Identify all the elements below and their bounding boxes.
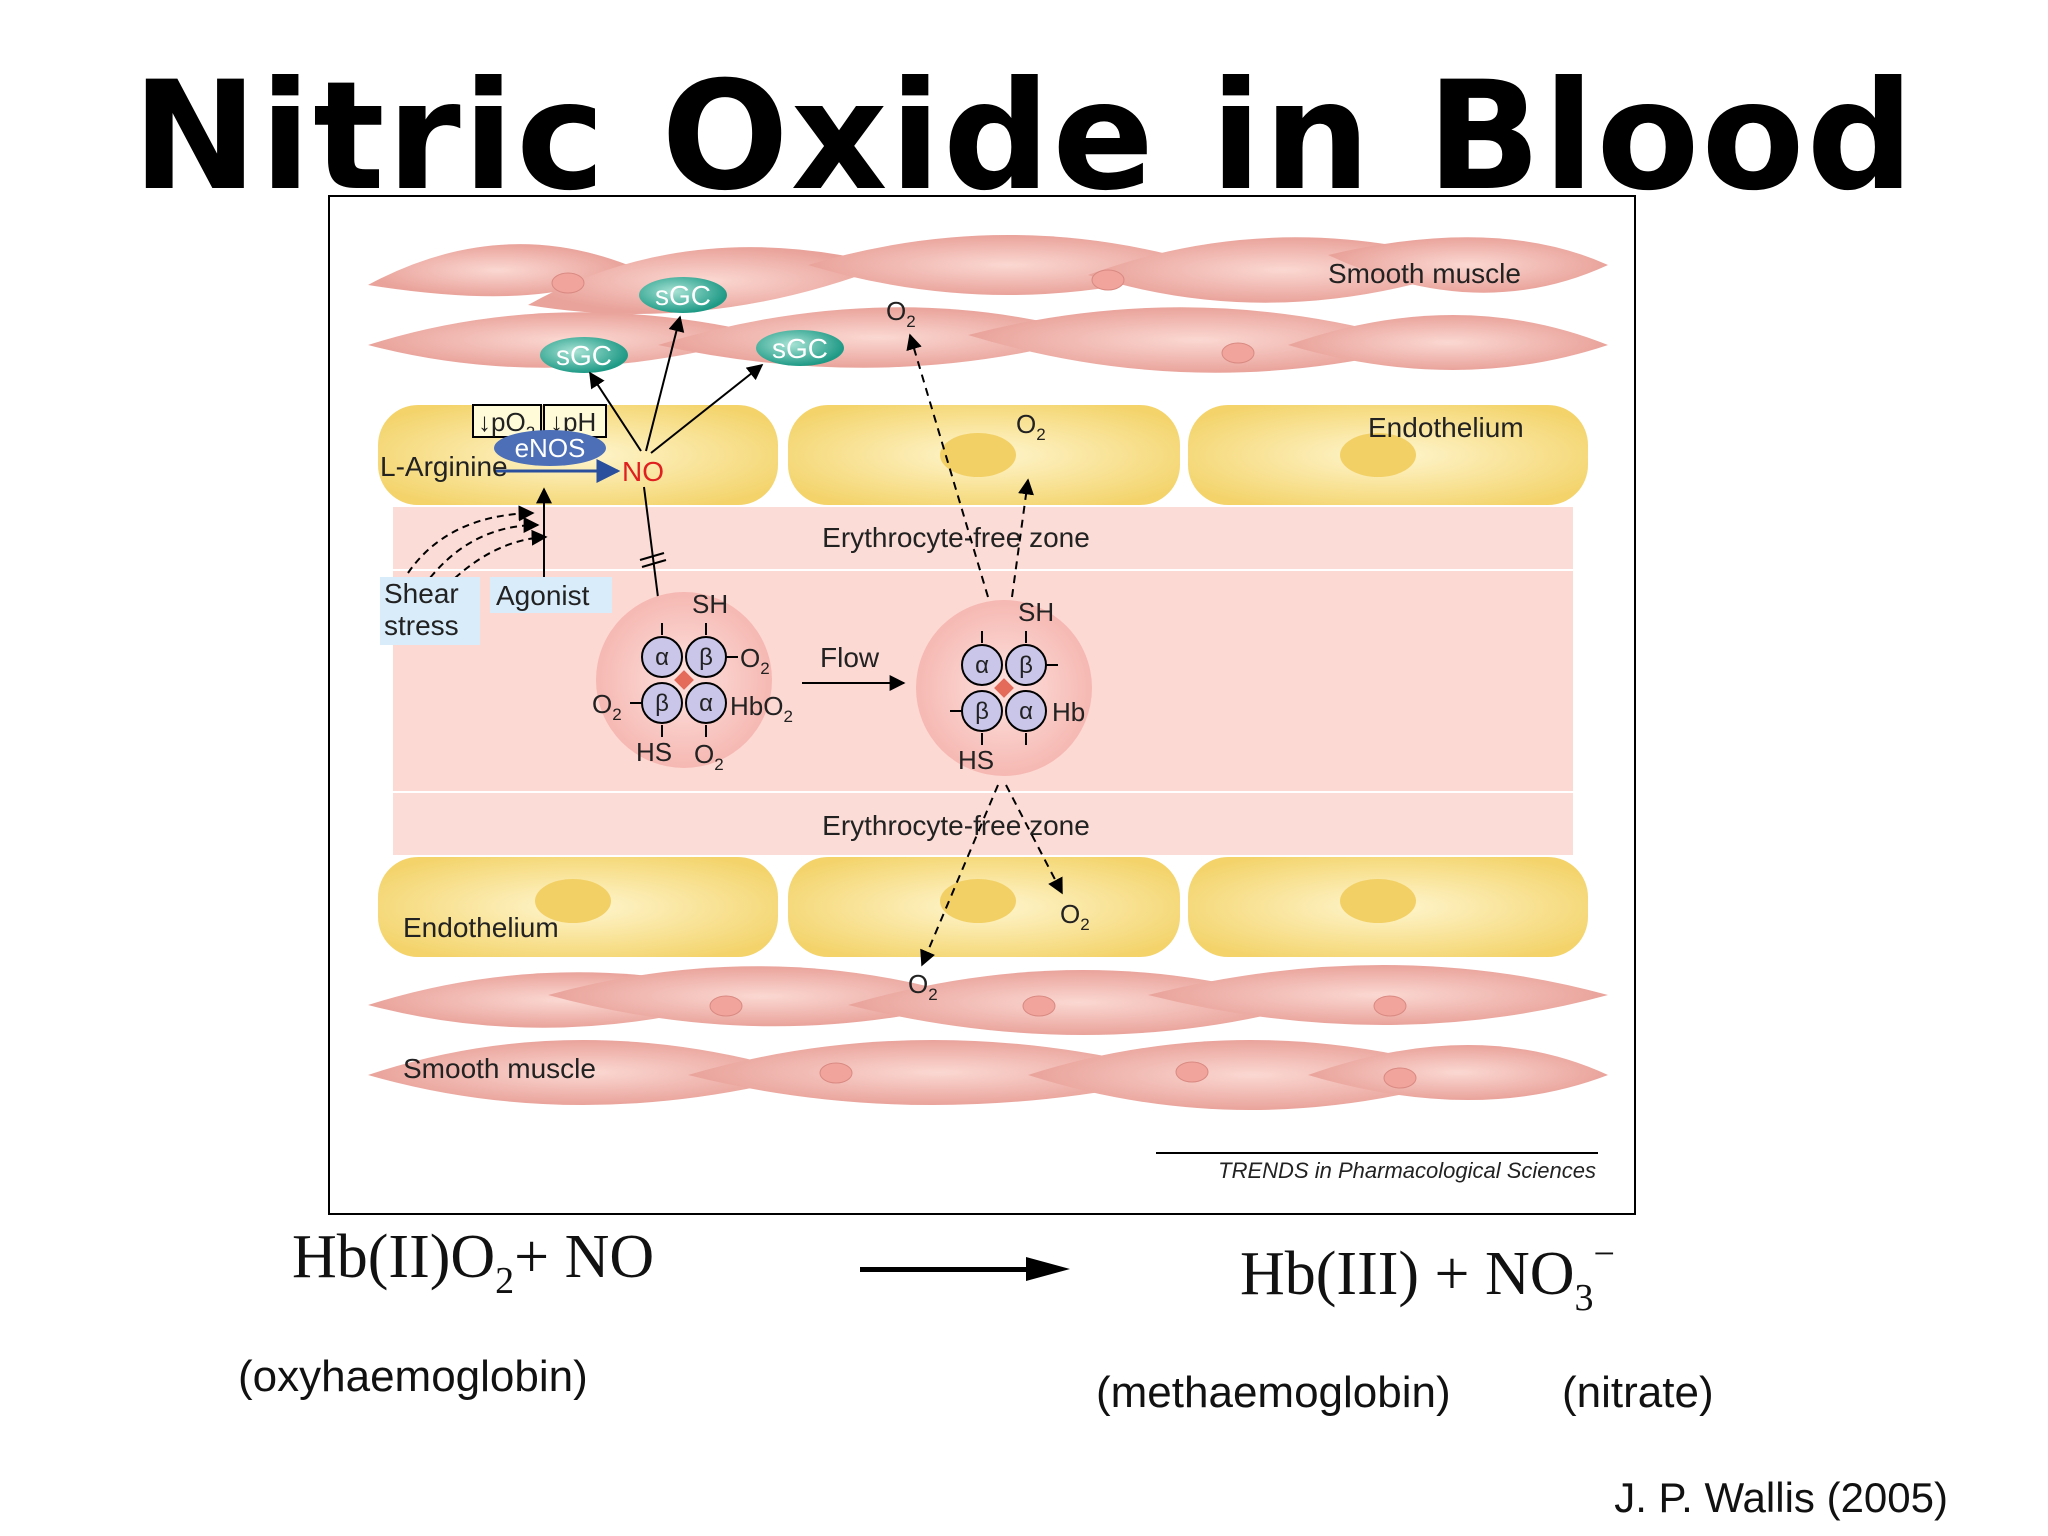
caption-oxyhaemoglobin: (oxyhaemoglobin) (238, 1352, 588, 1401)
equation-right: Hb(III) + NO3− (1240, 1232, 1615, 1320)
svg-text:SH: SH (692, 589, 728, 619)
svg-text:O2: O2 (740, 643, 770, 678)
svg-text:α: α (1019, 698, 1033, 725)
equation-right-sub: 3 (1574, 1277, 1594, 1319)
label-l-arginine: L-Arginine (380, 451, 508, 482)
reference: J. P. Wallis (2005) (1614, 1474, 1948, 1521)
svg-text:eNOS: eNOS (515, 433, 586, 463)
enos-enzyme: eNOS (494, 430, 606, 466)
equation-left-sub: 2 (495, 1260, 515, 1302)
sgc-enzyme: sGC (639, 277, 727, 313)
label-o2-endothelium-bottom: O2 (1060, 899, 1090, 934)
svg-text:α: α (699, 690, 713, 717)
label-agonist: Agonist (496, 580, 590, 611)
sgc-enzyme: sGC (540, 337, 628, 373)
svg-text:β: β (975, 698, 989, 725)
smooth-muscle-bottom (368, 965, 1608, 1110)
nitric-oxide-diagram: Smooth muscle Endothelium Erythrocyte-fr… (328, 195, 1636, 1215)
svg-text:HbO2: HbO2 (730, 691, 793, 726)
label-shear-stress-line2: stress (384, 610, 459, 641)
label-flow: Flow (820, 642, 880, 673)
label-o2-muscle-top: O2 (886, 296, 916, 331)
svg-text:sGC: sGC (655, 280, 711, 311)
svg-text:SH: SH (1018, 597, 1054, 627)
equation-right-prefix: Hb(III) + NO (1240, 1240, 1575, 1308)
caption-methaemoglobin: (methaemoglobin) (1096, 1368, 1451, 1417)
svg-text:HS: HS (958, 745, 994, 775)
equation-left: Hb(II)O2+ NO (292, 1222, 654, 1303)
svg-text:β: β (699, 644, 713, 671)
endothelium-bottom (378, 857, 1588, 957)
svg-text:HS: HS (636, 737, 672, 767)
label-free-zone-top: Erythrocyte-free zone (822, 522, 1090, 553)
svg-text:O2: O2 (694, 739, 724, 774)
label-no: NO (622, 456, 664, 487)
no-diffusion-arrows (589, 315, 764, 615)
caption-nitrate: (nitrate) (1562, 1368, 1714, 1417)
svg-text:α: α (655, 644, 669, 671)
erythrocyte-hb: α β β α SH HS Hb (916, 597, 1092, 776)
erythrocyte-hbo2: α β β α SH HS O2 O2 O2 HbO2 (592, 589, 793, 774)
svg-text:Hb: Hb (1052, 697, 1085, 727)
svg-text:α: α (975, 652, 989, 679)
sgc-enzyme: sGC (756, 330, 844, 366)
svg-text:sGC: sGC (772, 333, 828, 364)
label-o2-endothelium-top: O2 (1016, 409, 1046, 444)
svg-text:β: β (1019, 652, 1033, 679)
label-endothelium-top: Endothelium (1368, 412, 1524, 443)
equation-right-sup: − (1593, 1233, 1615, 1275)
label-endothelium-bottom: Endothelium (403, 912, 559, 943)
label-free-zone-bottom: Erythrocyte-free zone (822, 810, 1090, 841)
label-smooth-muscle-bottom: Smooth muscle (403, 1053, 596, 1084)
equation-left-suffix: + NO (514, 1223, 655, 1291)
label-o2-muscle-bottom: O2 (908, 969, 938, 1004)
erythrocyte-free-zone-bottom (393, 793, 1573, 855)
page-title: Nitric Oxide in Blood (132, 50, 1916, 224)
label-smooth-muscle-top: Smooth muscle (1328, 258, 1521, 289)
po2-box: ↓pO2 (472, 404, 542, 442)
oxygen-release-arrows (906, 333, 1063, 967)
equation-left-prefix: Hb(II)O (292, 1223, 496, 1291)
source-credit: TRENDS in Pharmacological Sciences (1218, 1158, 1596, 1183)
svg-text:sGC: sGC (556, 340, 612, 371)
label-shear-stress-line1: Shear (384, 578, 459, 609)
reaction-arrow (860, 1257, 1070, 1281)
erythrocyte-free-zone-top (393, 507, 1573, 569)
svg-text:O2: O2 (592, 689, 622, 724)
svg-text:β: β (655, 690, 669, 717)
